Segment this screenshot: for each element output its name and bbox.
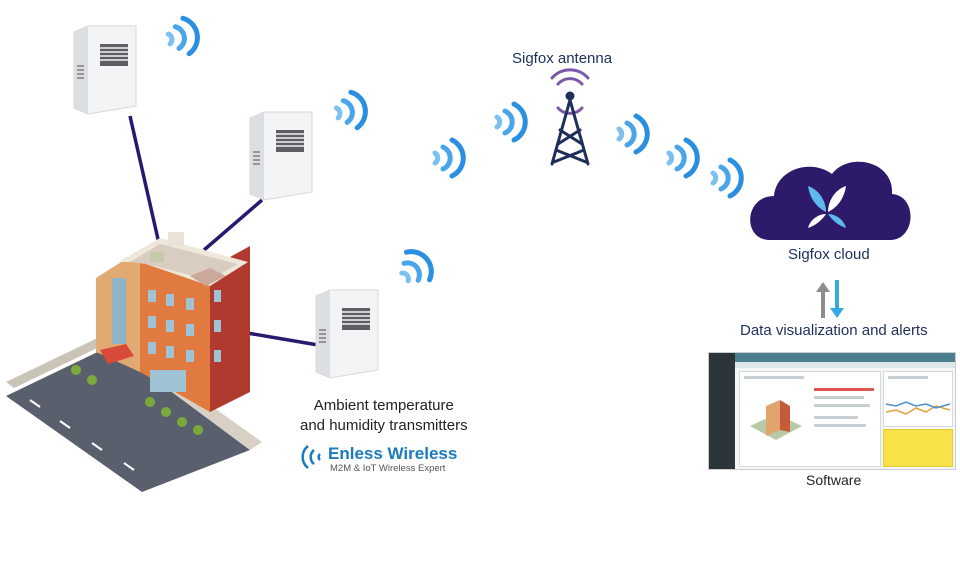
software-line-chart-icon: [886, 401, 950, 415]
transmitters-label-line1: Ambient temperature: [313, 397, 454, 414]
software-screenshot: [708, 352, 956, 470]
software-building-thumbnail-icon: [750, 400, 802, 440]
sigfox-antenna-label: Sigfox antenna: [512, 50, 613, 67]
enless-wave-icon: [301, 445, 321, 469]
enless-wireless-logo: Enless Wireless M2M & IoT Wireless Exper…: [300, 440, 480, 474]
transmitter-device-icon: [315, 289, 379, 379]
sigfox-cloud-label: Sigfox cloud: [788, 246, 870, 263]
data-visualization-label: Data visualization and alerts: [740, 322, 928, 339]
enless-tagline: M2M & IoT Wireless Expert: [330, 463, 446, 474]
software-label: Software: [806, 472, 862, 488]
software-topbar: [735, 353, 955, 362]
building-icon: [96, 232, 250, 412]
transmitter-device-icon: [73, 25, 137, 115]
software-chart-panel: [883, 371, 953, 427]
software-alert-panel: [883, 429, 953, 467]
sigfox-cloud-icon: [750, 161, 911, 240]
transmitters-label-line2: and humidity transmitters: [300, 417, 468, 434]
transmitter-device-icon: [249, 111, 313, 201]
software-building-panel: [739, 371, 881, 467]
enless-brand-name: Enless Wireless: [328, 444, 458, 463]
software-tabs: [735, 362, 955, 368]
sigfox-antenna-icon: [550, 68, 590, 166]
software-sidebar: [709, 353, 735, 469]
data-flow-arrows: [816, 280, 844, 318]
transmitters-label: Ambient temperature and humidity transmi…: [300, 396, 468, 436]
